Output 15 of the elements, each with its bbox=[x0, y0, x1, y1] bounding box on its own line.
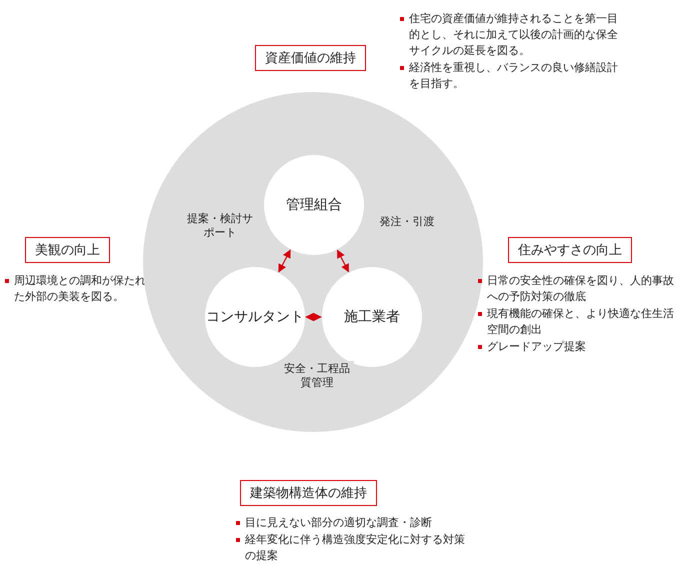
bullet-text: 経済性を重視し、バランスの良い修繕設計を目指す。 bbox=[409, 60, 619, 92]
bullet-text: 住宅の資産価値が維持されることを第一目的とし、それに加えて以後の計画的な保全サイクルの延長を図る。 bbox=[409, 11, 619, 59]
bullet-text: グレードアップ提案 bbox=[487, 339, 586, 355]
role-circle: 管理組合 bbox=[264, 155, 364, 255]
heading-box: 美観の向上 bbox=[25, 237, 110, 263]
double-arrow bbox=[278, 249, 291, 273]
double-arrow bbox=[305, 312, 322, 322]
bullet-text: 現有機能の確保と、より快適な住生活空間の創出 bbox=[487, 306, 675, 338]
bullet-text: 日常の安全性の確保を図り、人的事故への予防対策の徹底 bbox=[487, 273, 675, 305]
double-arrow bbox=[336, 250, 350, 272]
heading-box: 建築物構造体の維持 bbox=[240, 480, 377, 506]
bullet-text: 目に見えない部分の適切な調査・診断 bbox=[245, 515, 432, 531]
heading-box: 住みやすさの向上 bbox=[508, 237, 632, 263]
bullet-text: 経年変化に伴う構造強度安定化に対する対策の提案 bbox=[245, 532, 466, 564]
heading-box: 資産価値の維持 bbox=[255, 45, 366, 71]
